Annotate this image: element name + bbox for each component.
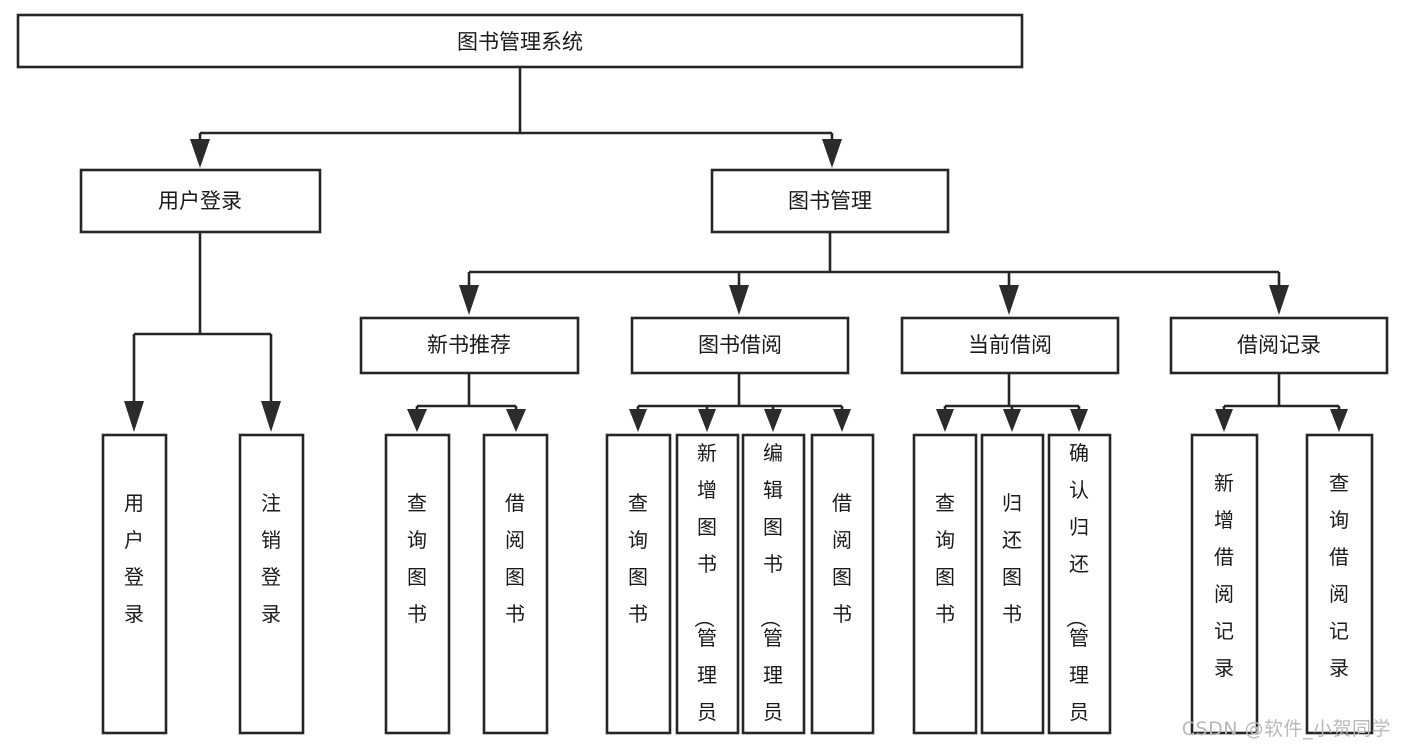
node-user-login-box[interactable] bbox=[79, 168, 322, 234]
node-leaf-query-book-1-box[interactable] bbox=[384, 433, 451, 735]
node-leaf-return-book-label: 归还图书 bbox=[1002, 491, 1022, 626]
connector-group-root bbox=[190, 67, 842, 168]
arrow-head-leaf-borrow-book-2 bbox=[833, 409, 851, 432]
arrow-head-leaf-user-login bbox=[124, 401, 144, 432]
node-leaf-query-book-3[interactable]: 查询图书 bbox=[912, 433, 978, 735]
arrow-head-book-management bbox=[822, 139, 842, 168]
node-leaf-query-book-2-label: 查询图书 bbox=[628, 491, 648, 626]
node-borrow-record-box[interactable] bbox=[1169, 316, 1389, 375]
arrow-head-leaf-add-book bbox=[698, 409, 716, 432]
arrow-head-new-book-recommend bbox=[459, 285, 479, 315]
connector-group-borrow-record bbox=[1215, 373, 1348, 432]
node-leaf-query-book-2[interactable]: 查询图书 bbox=[605, 433, 672, 735]
node-book-management[interactable]: 图书管理 bbox=[710, 168, 950, 234]
arrow-head-leaf-query-record bbox=[1330, 409, 1348, 432]
arrow-head-leaf-borrow-book-1 bbox=[506, 409, 526, 432]
arrow-head-book-borrow bbox=[729, 285, 749, 315]
node-leaf-logout-label: 注销登录 bbox=[261, 491, 281, 626]
node-leaf-add-record[interactable]: 新增借阅记录 bbox=[1190, 433, 1259, 735]
arrow-head-leaf-query-book-2 bbox=[629, 409, 647, 432]
node-leaf-borrow-book-2-box[interactable] bbox=[810, 433, 875, 735]
node-book-management-box[interactable] bbox=[710, 168, 950, 234]
node-leaf-edit-book-box[interactable] bbox=[741, 433, 806, 735]
node-book-borrow-box[interactable] bbox=[630, 316, 850, 375]
node-leaf-logout-box[interactable] bbox=[238, 433, 305, 735]
node-leaf-logout[interactable]: 注销登录 bbox=[238, 433, 305, 735]
arrow-head-leaf-query-book-1 bbox=[407, 409, 427, 432]
node-leaf-confirm-return[interactable]: 确认归还（管理员） bbox=[1047, 433, 1112, 747]
node-leaf-query-record[interactable]: 查询借阅记录 bbox=[1305, 433, 1374, 735]
node-leaf-add-book[interactable]: 新增图书（管理员） bbox=[675, 433, 740, 747]
node-leaf-query-record-box[interactable] bbox=[1305, 433, 1374, 735]
node-leaf-add-record-label: 新增借阅记录 bbox=[1214, 471, 1234, 680]
node-leaf-query-book-1-label: 查询图书 bbox=[407, 491, 427, 626]
node-leaf-borrow-book-1-label: 借阅图书 bbox=[505, 491, 525, 626]
node-leaf-user-login[interactable]: 用户登录 bbox=[101, 433, 168, 735]
node-leaf-add-book-box[interactable] bbox=[675, 433, 740, 735]
node-leaf-borrow-book-2-label: 借阅图书 bbox=[832, 491, 852, 626]
arrow-head-current-borrow bbox=[999, 285, 1019, 315]
connector-group-new-book-recommend bbox=[407, 373, 526, 432]
arrow-head-leaf-add-record bbox=[1215, 409, 1233, 432]
node-current-borrow[interactable]: 当前借阅 bbox=[900, 316, 1120, 375]
node-new-book-recommend-box[interactable] bbox=[359, 316, 580, 375]
arrow-head-leaf-confirm-return bbox=[1070, 409, 1088, 432]
node-new-book-recommend-label: 新书推荐 bbox=[427, 333, 511, 357]
connector-group-current-borrow bbox=[936, 373, 1088, 432]
arrow-head-leaf-return-book bbox=[1003, 409, 1021, 432]
node-leaf-borrow-book-1[interactable]: 借阅图书 bbox=[482, 433, 549, 735]
arrow-head-leaf-query-book-3 bbox=[936, 409, 954, 432]
node-leaf-return-book[interactable]: 归还图书 bbox=[980, 433, 1045, 735]
node-book-borrow[interactable]: 图书借阅 bbox=[630, 316, 850, 375]
node-leaf-borrow-book-2[interactable]: 借阅图书 bbox=[810, 433, 875, 735]
connector-group-book-borrow bbox=[629, 373, 851, 432]
arrow-head-leaf-logout bbox=[261, 401, 281, 432]
node-user-login[interactable]: 用户登录 bbox=[79, 168, 322, 234]
node-book-management-label: 图书管理 bbox=[788, 189, 872, 213]
node-leaf-borrow-book-1-box[interactable] bbox=[482, 433, 549, 735]
node-leaf-query-book-3-box[interactable] bbox=[912, 433, 978, 735]
node-leaf-add-book-label: 新增图书（管理员） bbox=[692, 441, 717, 747]
connector-group-user-login bbox=[124, 232, 281, 432]
node-current-borrow-box[interactable] bbox=[900, 316, 1120, 375]
arrow-head-user-login bbox=[190, 139, 210, 168]
node-borrow-record-label: 借阅记录 bbox=[1237, 333, 1321, 357]
node-leaf-query-record-label: 查询借阅记录 bbox=[1329, 471, 1349, 680]
arrow-head-borrow-record bbox=[1269, 285, 1289, 315]
connector-group-book-management bbox=[459, 232, 1289, 315]
node-leaf-edit-book-label: 编辑图书（管理员） bbox=[758, 441, 783, 747]
node-leaf-query-book-2-box[interactable] bbox=[605, 433, 672, 735]
node-leaf-edit-book[interactable]: 编辑图书（管理员） bbox=[741, 433, 806, 747]
node-borrow-record[interactable]: 借阅记录 bbox=[1169, 316, 1389, 375]
node-book-borrow-label: 图书借阅 bbox=[698, 333, 782, 357]
node-user-login-label: 用户登录 bbox=[158, 189, 242, 213]
node-root-label: 图书管理系统 bbox=[457, 30, 583, 54]
node-leaf-return-book-box[interactable] bbox=[980, 433, 1045, 735]
leaf-nodes-group: 用户登录 注销登录 查询图书 借阅图书 查询图书 新增图书（管理员） bbox=[101, 433, 1374, 747]
node-leaf-confirm-return-label: 确认归还（管理员） bbox=[1064, 441, 1089, 747]
node-leaf-query-book-1[interactable]: 查询图书 bbox=[384, 433, 451, 735]
node-leaf-confirm-return-box[interactable] bbox=[1047, 433, 1112, 735]
node-leaf-query-book-3-label: 查询图书 bbox=[935, 491, 955, 626]
node-leaf-user-login-box[interactable] bbox=[101, 433, 168, 735]
node-leaf-add-record-box[interactable] bbox=[1190, 433, 1259, 735]
arrow-head-leaf-edit-book bbox=[764, 409, 782, 432]
node-root[interactable]: 图书管理系统 bbox=[16, 13, 1024, 69]
node-new-book-recommend[interactable]: 新书推荐 bbox=[359, 316, 580, 375]
node-root-box[interactable] bbox=[16, 13, 1024, 69]
node-leaf-user-login-label: 用户登录 bbox=[124, 491, 144, 626]
node-current-borrow-label: 当前借阅 bbox=[968, 333, 1052, 357]
